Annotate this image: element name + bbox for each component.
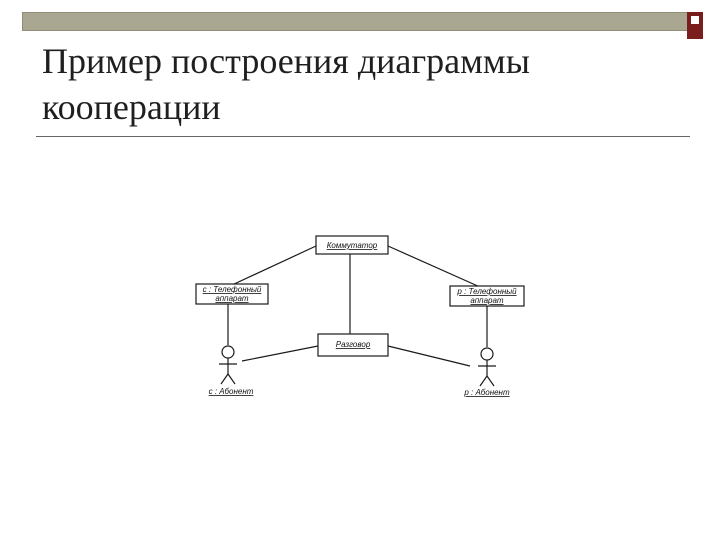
link-switch-phone-c — [231, 245, 317, 286]
object-phone-c-box — [195, 283, 269, 305]
corner-decor-square — [687, 12, 703, 39]
actor-receiver-label: p : Абонент — [463, 388, 510, 397]
object-phone-p-label-2: аппарат — [470, 296, 504, 305]
object-conversation-box — [317, 333, 389, 357]
title-divider — [36, 136, 690, 137]
object-conversation-label: Разговор — [336, 340, 371, 349]
object-phone-c-label-2: аппарат — [215, 294, 249, 303]
link-switch-phone-p — [387, 245, 481, 288]
object-switch-label: Коммутатор — [327, 241, 378, 250]
link-conversation-caller — [241, 345, 319, 362]
link-conversation-receiver — [387, 345, 471, 367]
object-switch-box — [315, 235, 389, 255]
actor-caller-label: c : Абонент — [209, 387, 254, 396]
object-phone-c-label-1: c : Телефонный — [203, 285, 262, 294]
actor-receiver-figure — [478, 347, 496, 387]
actor-caller-figure — [219, 345, 237, 385]
object-phone-p-box — [449, 285, 525, 307]
slide-title-line-1: Пример построения диаграммы — [42, 41, 530, 81]
object-phone-p-label-1: p : Телефонный — [456, 287, 517, 296]
slide-title: Пример построения диаграммы кооперации — [42, 38, 682, 130]
slide-title-line-2: кооперации — [42, 87, 221, 127]
